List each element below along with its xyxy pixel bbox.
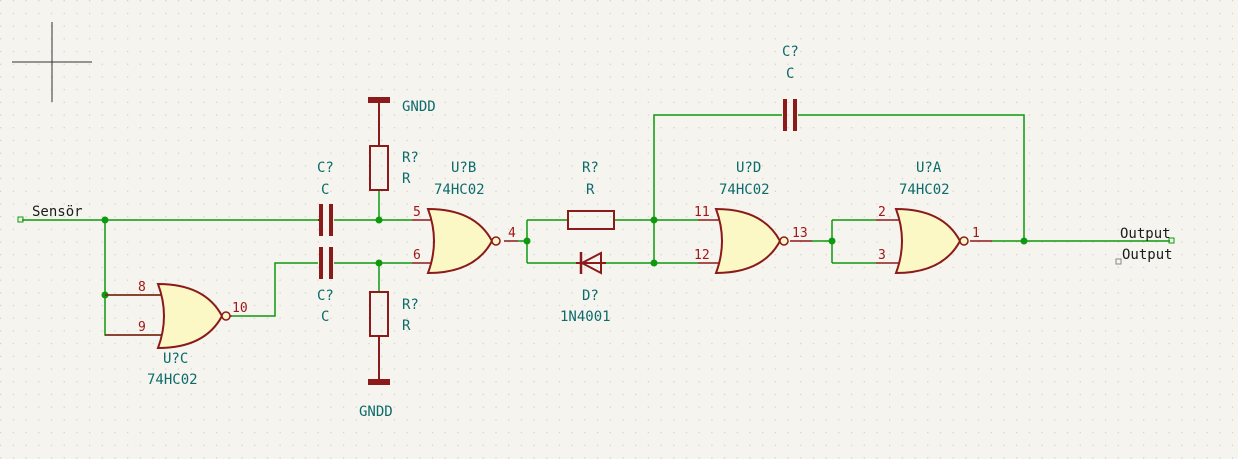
gndd-symbol-bottom[interactable]: GNDD [359,336,393,420]
svg-text:GNDD: GNDD [402,99,436,115]
diode-d[interactable]: D? 1N4001 [560,251,611,325]
svg-text:Output: Output [1122,247,1173,263]
wire-uc-out [232,262,318,317]
svg-text:C?: C? [317,288,334,304]
svg-text:U?A: U?A [916,160,942,176]
svg-text:74HC02: 74HC02 [899,182,950,198]
nor-gate-uc[interactable]: 8 9 10 U?C 74HC02 [105,280,248,388]
wires [22,114,1170,336]
junction-dot [375,216,383,224]
wire-feedback-right [798,114,1025,241]
svg-text:3: 3 [878,248,886,263]
resistor-middle[interactable]: R? R [567,160,615,230]
nor-gate-ud[interactable]: 11 12 13 U?D 74HC02 [694,160,812,275]
svg-text:9: 9 [138,320,146,335]
svg-text:U?D: U?D [736,160,761,176]
junction-dot [523,237,531,245]
resistor-top[interactable]: R? R [369,145,419,191]
svg-text:D?: D? [582,288,599,304]
nor-gate-ub[interactable]: 5 6 4 U?B 74HC02 [412,160,518,275]
svg-text:R: R [586,182,595,198]
svg-text:Output: Output [1120,226,1171,242]
net-label-sensor[interactable]: Sensör [17,204,83,223]
svg-text:U?C: U?C [163,351,188,367]
svg-text:C: C [321,182,329,198]
nor-gate-ua[interactable]: 2 3 1 U?A 74HC02 [876,160,992,275]
svg-text:R?: R? [402,297,419,313]
svg-text:13: 13 [792,226,808,241]
svg-text:2: 2 [878,205,886,220]
net-label-output[interactable]: Output [1120,226,1175,244]
svg-text:12: 12 [694,248,710,263]
svg-text:C?: C? [317,160,334,176]
crosshair-cursor-icon [12,22,92,102]
svg-text:5: 5 [413,205,421,220]
wire-feedback-left [653,114,782,220]
svg-text:10: 10 [232,301,248,316]
capacitor-top[interactable]: C? C [317,160,334,236]
svg-text:Sensör: Sensör [32,204,83,220]
junction-dot [1020,237,1028,245]
svg-text:74HC02: 74HC02 [719,182,770,198]
junction-dot [650,216,658,224]
net-label-output-2[interactable]: Output [1115,247,1173,265]
svg-text:R?: R? [582,160,599,176]
svg-text:R?: R? [402,150,419,166]
svg-text:U?B: U?B [451,160,476,176]
svg-text:GNDD: GNDD [359,404,393,420]
svg-text:6: 6 [413,248,421,263]
svg-text:1N4001: 1N4001 [560,309,611,325]
junction-dot [101,216,109,224]
svg-text:C: C [321,309,329,325]
capacitor-feedback[interactable]: C? C [782,44,799,131]
svg-text:8: 8 [138,280,146,295]
svg-text:C: C [786,66,794,82]
svg-text:C?: C? [782,44,799,60]
capacitor-bottom[interactable]: C? C [317,247,334,325]
svg-text:R: R [402,171,411,187]
svg-text:74HC02: 74HC02 [434,182,485,198]
junction-dot [828,237,836,245]
svg-text:R: R [402,318,411,334]
junctions [101,216,1028,299]
junction-dot [650,259,658,267]
svg-text:74HC02: 74HC02 [147,372,198,388]
gndd-symbol-top[interactable]: GNDD [368,97,436,146]
svg-text:4: 4 [508,226,516,241]
junction-dot [375,259,383,267]
svg-text:1: 1 [972,226,980,241]
resistor-bottom[interactable]: R? R [369,291,419,337]
svg-text:11: 11 [694,205,710,220]
